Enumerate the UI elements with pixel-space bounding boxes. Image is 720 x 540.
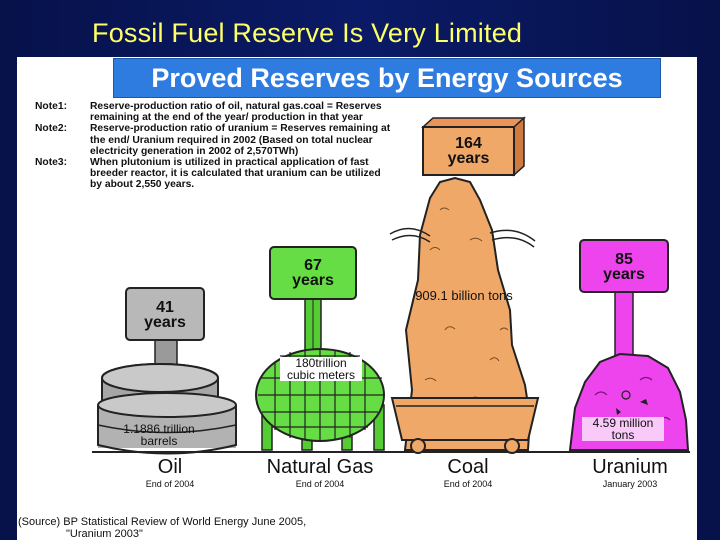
coal-cart-icon xyxy=(389,116,540,454)
slide-title: Fossil Fuel Reserve Is Very Limited xyxy=(92,18,523,48)
gas-years-value: 67 xyxy=(304,257,322,274)
gas-years-label: 67 years xyxy=(270,257,356,289)
coal-years-value: 164 xyxy=(455,135,482,152)
oil-years-unit: years xyxy=(144,314,186,331)
notes-block: Note1: Reserve-production ratio of oil, … xyxy=(35,101,395,191)
source-name: Oil xyxy=(157,456,183,478)
uranium-amount: 4.59 million tons xyxy=(582,417,664,441)
source-uranium: Uranium January 2003 xyxy=(575,456,685,489)
oil-barrels-icon xyxy=(97,287,237,455)
note-text: Reserve-production ratio of uranium = Re… xyxy=(90,123,391,157)
note-text: Reserve-production ratio of oil, natural… xyxy=(90,101,382,124)
source-citation-line2: "Uranium 2003" xyxy=(66,528,143,540)
uranium-years-label: 85 years xyxy=(580,251,668,283)
note-tag: Note1: xyxy=(35,101,68,112)
source-coal: Coal End of 2004 xyxy=(418,456,518,489)
oil-years-label: 41 years xyxy=(126,299,204,331)
coal-years-unit: years xyxy=(447,150,490,167)
note-1: Note1: Reserve-production ratio of oil, … xyxy=(35,101,395,123)
source-name: Natural Gas xyxy=(266,456,374,478)
source-citation-line1: (Source) BP Statistical Review of World … xyxy=(18,516,307,528)
oil-amount: 1.1886 trillion barrels xyxy=(123,422,195,448)
source-name: Uranium xyxy=(592,456,668,478)
source-oil: Oil End of 2004 xyxy=(120,456,220,489)
gas-amount: 180trillion cubic meters xyxy=(280,357,362,381)
oil-years-value: 41 xyxy=(156,299,174,316)
source-citation: (Source) BP Statistical Review of World … xyxy=(18,516,438,540)
diagram-title-banner: Proved Reserves by Energy Sources xyxy=(113,58,661,98)
source-date: End of 2004 xyxy=(295,479,345,489)
note-tag: Note2: xyxy=(35,123,68,135)
source-gas: Natural Gas End of 2004 xyxy=(250,456,390,489)
note-tag: Note3: xyxy=(35,157,68,169)
coal-amount: 909.1 billion tons xyxy=(415,288,513,303)
uranium-years-unit: years xyxy=(603,266,645,283)
source-date: January 2003 xyxy=(602,479,658,489)
source-date: End of 2004 xyxy=(145,479,195,489)
gas-years-unit: years xyxy=(292,272,334,289)
coal-years-label: 164 years xyxy=(423,135,514,167)
source-date: End of 2004 xyxy=(443,479,493,489)
uranium-years-value: 85 xyxy=(615,251,633,268)
note-3: Note3: When plutonium is utilized in pra… xyxy=(35,157,395,191)
note-text: When plutonium is utilized in practical … xyxy=(90,157,381,191)
source-name: Coal xyxy=(447,456,489,478)
note-2: Note2: Reserve-production ratio of urani… xyxy=(35,123,395,157)
